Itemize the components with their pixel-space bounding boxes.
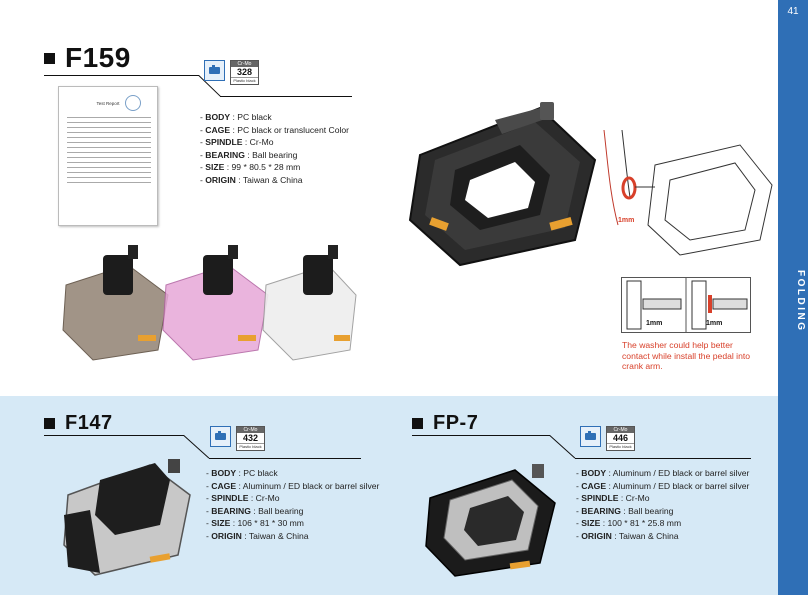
spec-row: - ORIGIN : Taiwan & China [200,174,303,185]
model-heading-fp7: FP-7 [412,412,478,435]
spec-row: - BODY : PC black [206,468,278,478]
bullet-square [44,418,55,429]
pedal-icon [580,426,601,447]
model-title: F147 [65,412,113,434]
badge-group-f147: Cr-Mo 432 Plastic black [210,426,265,451]
pedal-icon [210,426,231,447]
badge-note: Plastic black [607,443,634,450]
spec-row: - SPINDLE : Cr-Mo [206,493,280,504]
report-seal-icon [125,95,141,111]
spec-list-f147: - BODY : PC black - CAGE : Aluminum / ED… [206,467,379,543]
section-label: FOLDING [795,270,806,333]
spec-row: - BEARING : Ball bearing [206,505,304,516]
washer-thickness-label: 1mm [618,217,635,224]
leader-line [209,458,361,459]
leader-line [44,75,199,76]
spec-row: - SIZE : 106 * 81 * 30 mm [206,518,304,529]
spec-row: - BEARING : Ball bearing [576,505,674,516]
test-report-document: Test Report [58,86,158,226]
pedal-f159-color-variants [62,245,357,361]
bullet-square [412,418,423,429]
mm-label-with-washer: 1mm [706,320,723,327]
pedal-variant-smoke [62,245,169,361]
spec-row: - SPINDLE : Cr-Mo [200,137,274,148]
spec-row: - ORIGIN : Taiwan & China [206,530,309,541]
badge-material: Cr-Mo [607,427,634,433]
spec-row: - BODY : Aluminum / ED black or barrel s… [576,468,750,478]
report-title: Test Report [96,101,120,106]
spec-row: - BODY : PC black [200,112,272,122]
leader-line [575,458,751,459]
model-heading-f159: F159 [44,42,131,74]
washer-icon [621,176,637,200]
spec-row: - CAGE : PC black or translucent Color [200,124,350,135]
model-title: F159 [65,42,131,73]
badge-note: Plastic black [237,443,264,450]
spec-row: - SIZE : 99 * 80.5 * 28 mm [200,162,301,173]
spec-row: - SPINDLE : Cr-Mo [576,493,650,504]
page-number: 41 [787,6,799,17]
badge-group-f159: Cr-Mo 328 Plastic black [204,60,259,85]
badge-weight: 432 [242,433,259,443]
badge-group-fp7: Cr-Mo 446 Plastic black [580,426,635,451]
pedal-fp7-photo [425,464,556,577]
weight-badge: Cr-Mo 446 Plastic black [606,426,635,451]
badge-note: Plastic black [231,77,258,84]
washer-comparison-diagram [621,277,751,333]
side-tab [778,0,808,595]
badge-material: Cr-Mo [237,427,264,433]
pedal-f147-photo [63,459,191,576]
washer-caption: The washer could help better contact whi… [622,340,751,371]
leader-line [412,435,550,436]
spec-list-fp7: - BODY : Aluminum / ED black or barrel s… [576,467,749,543]
spec-row: - CAGE : Aluminum / ED black or barrel s… [576,480,750,491]
weight-badge: Cr-Mo 328 Plastic black [230,60,259,85]
pedal-icon [204,60,225,81]
spec-row: - SIZE : 100 * 81 * 25.8 mm [576,518,682,529]
badge-material: Cr-Mo [231,61,258,67]
model-heading-f147: F147 [44,412,113,435]
badge-weight: 446 [612,433,629,443]
pedal-variant-pink [162,245,269,361]
spec-list-f159: - BODY : PC black - CAGE : PC black or t… [200,111,349,187]
pedal-variant-clear [262,245,357,361]
badge-weight: 328 [236,67,253,77]
leader-line [220,96,352,97]
spec-row: - ORIGIN : Taiwan & China [576,530,679,541]
spec-row: - BEARING : Ball bearing [200,149,298,160]
pedal-f159-photo [408,102,597,267]
model-title: FP-7 [433,412,479,434]
weight-badge: Cr-Mo 432 Plastic black [236,426,265,451]
leader-line [44,435,184,436]
report-text-lines [67,117,151,187]
spec-row: - CAGE : Aluminum / ED black or barrel s… [206,480,380,491]
washer-install-diagram [603,129,773,256]
bullet-square [44,52,55,64]
mm-label-without-washer: 1mm [646,320,663,327]
